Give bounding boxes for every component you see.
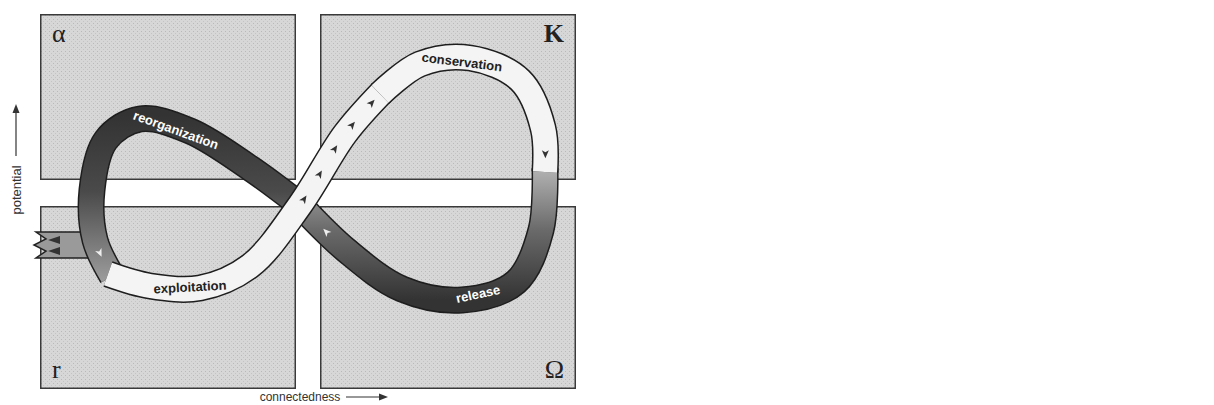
phase-letter: α [52, 21, 66, 47]
flow-arrowhead [347, 119, 358, 130]
phase-letter: K [544, 21, 564, 47]
flow-arrowhead [367, 97, 378, 108]
flow-arrowhead [299, 194, 309, 205]
flow-arrowhead [330, 143, 340, 154]
quadrant-box [320, 14, 576, 180]
phase-letter: Ω [545, 357, 564, 383]
quadrant-box [40, 206, 296, 389]
axis-label: potential [10, 165, 23, 214]
axis-label: connectedness [260, 391, 341, 403]
flow-arrowhead [542, 150, 549, 158]
flow-arrowhead [315, 169, 325, 179]
phase-label: exploitation [153, 279, 227, 296]
phase-quadrant: K [320, 14, 576, 180]
phase-letter: r [52, 357, 61, 383]
flow-arrowhead [95, 248, 105, 258]
phase-quadrant: α [40, 14, 296, 180]
phase-quadrant: r [40, 206, 296, 389]
flow-arrowhead [321, 226, 332, 237]
quadrant-box [40, 14, 296, 180]
phase-quadrant: Ω [320, 206, 576, 389]
quadrant-box [320, 206, 576, 389]
